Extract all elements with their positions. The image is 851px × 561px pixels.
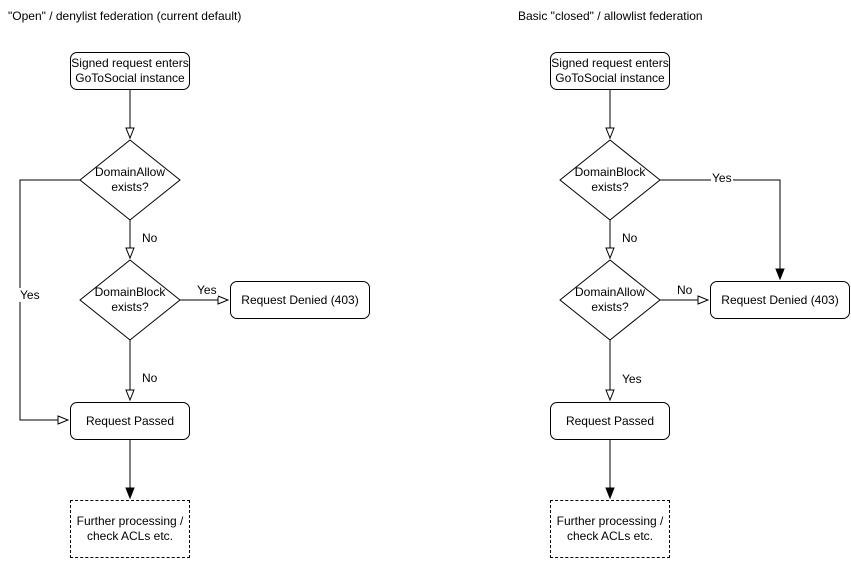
right-start-node-line1: Signed request enters [551,56,669,70]
right-further-node: Further processing / check ACLs etc. [550,500,670,558]
right-further-node-line1: Further processing / [556,514,664,528]
left-decision1-diamond [79,139,181,221]
left-start-node-line2: GoToSocial instance [75,71,185,85]
left-passed-node: Request Passed [70,402,190,440]
left-label-decision1-yes: Yes [19,288,41,302]
left-label-decision2-no: No [141,371,159,385]
left-further-node: Further processing / check ACLs etc. [70,500,190,558]
left-start-node: Signed request enters GoToSocial instanc… [70,52,190,90]
right-chart-title: Basic "closed" / allowlist federation [518,9,703,23]
right-passed-node: Request Passed [550,402,670,440]
right-connector-decision1-yes [660,179,780,279]
left-denied-node: Request Denied (403) [230,281,370,319]
left-decision2-diamond [79,259,181,341]
right-decision2-diamond [559,259,661,341]
right-label-decision2-no: No [676,283,694,297]
right-decision1-diamond [559,139,661,221]
left-further-node-line1: Further processing / [76,514,184,528]
left-label-decision2-yes: Yes [196,283,218,297]
right-denied-node: Request Denied (403) [710,281,850,319]
right-further-node-line2: check ACLs etc. [566,529,654,543]
left-further-node-line2: check ACLs etc. [86,529,174,543]
left-chart-title: "Open" / denylist federation (current de… [8,9,242,23]
right-label-decision1-yes: Yes [711,171,733,185]
right-start-node-line2: GoToSocial instance [555,71,665,85]
right-start-node: Signed request enters GoToSocial instanc… [550,52,670,90]
left-label-decision1-no: No [141,231,159,245]
right-label-decision2-yes: Yes [621,372,643,386]
right-label-decision1-no: No [621,231,639,245]
left-start-node-line1: Signed request enters [71,56,189,70]
